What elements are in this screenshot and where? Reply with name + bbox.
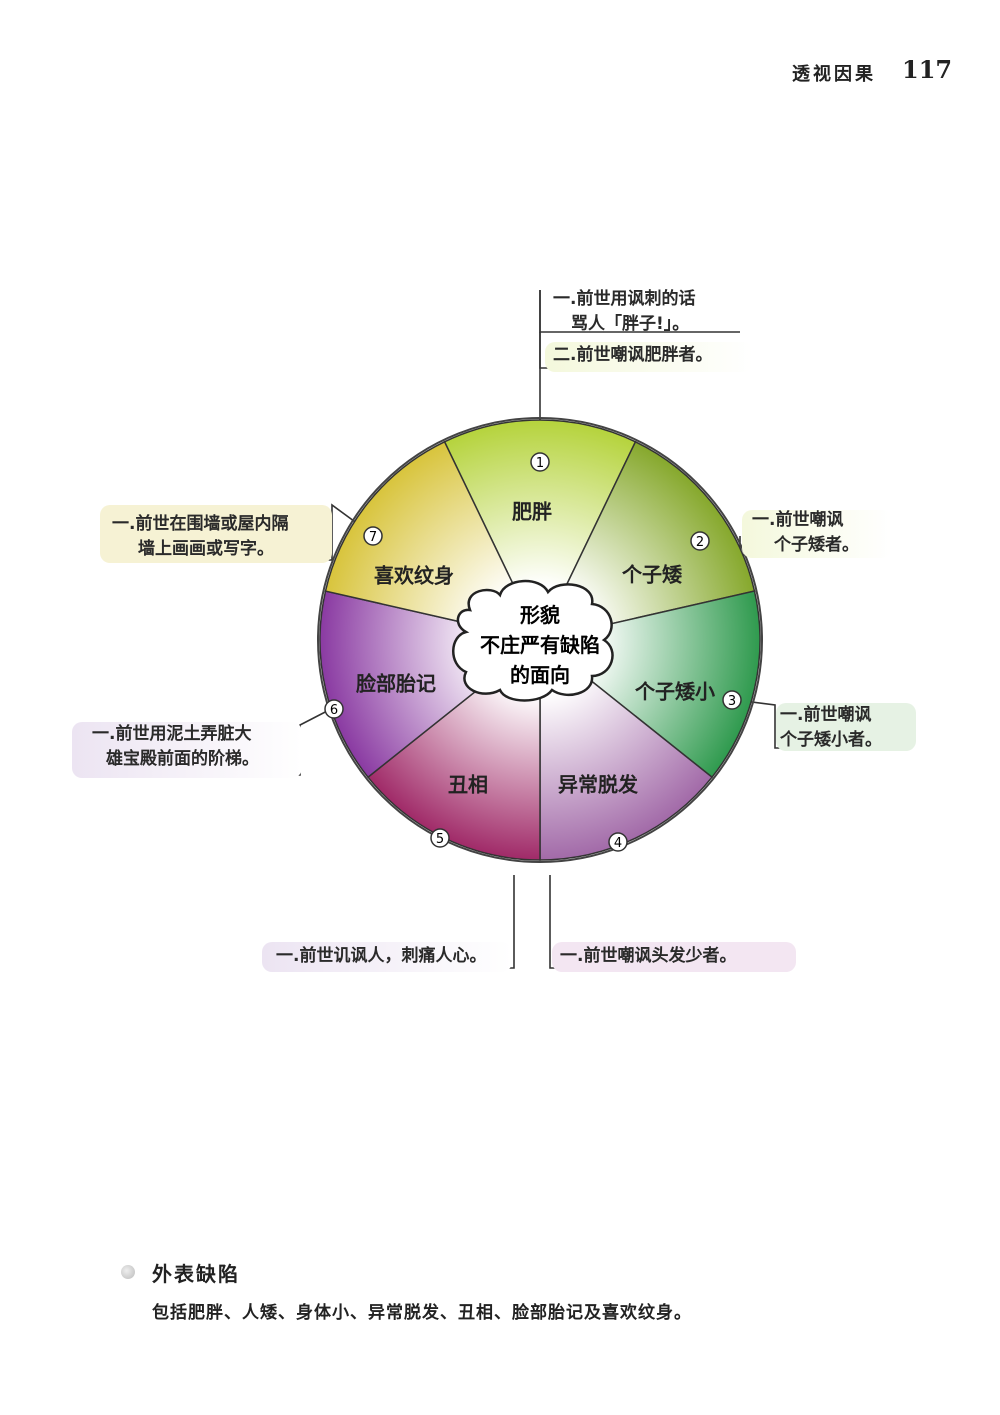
segment-number-2: 2 bbox=[696, 535, 704, 550]
note-backgrounds bbox=[72, 342, 916, 972]
note-3: 一.前世嘲讽 个子矮小者。 bbox=[780, 703, 882, 753]
wheel bbox=[319, 419, 761, 861]
page-number: 117 bbox=[902, 55, 953, 84]
segment-number-6: 6 bbox=[330, 703, 338, 718]
note-5-line-1: 一.前世讥讽人，刺痛人心。 bbox=[276, 946, 487, 966]
segment-2 bbox=[538, 440, 756, 642]
note-1a-line-2: 骂人「胖子!」。 bbox=[571, 314, 690, 334]
segment-number-circle-5 bbox=[430, 828, 450, 848]
section-title: 外表缺陷 bbox=[152, 1262, 240, 1286]
note-1b-line-1: 二.前世嘲讽肥胖者。 bbox=[553, 345, 713, 365]
segment-label-5: 丑相 bbox=[448, 772, 488, 797]
segment-number-circle-1 bbox=[530, 452, 550, 472]
segment-number-5: 5 bbox=[436, 832, 444, 847]
center-line-3: 的面向 bbox=[510, 663, 570, 687]
note-3-line-1: 一.前世嘲讽 bbox=[780, 705, 872, 725]
page-header-title: 透视因果 bbox=[792, 64, 876, 85]
note-5: 一.前世讥讽人，刺痛人心。 bbox=[276, 944, 486, 969]
segment-number-1: 1 bbox=[536, 456, 544, 471]
segment-label-6: 脸部胎记 bbox=[356, 671, 436, 696]
note-7-line-2: 墙上画画或写字。 bbox=[138, 539, 274, 559]
segment-number-circle-2 bbox=[690, 531, 710, 551]
segment-number-3: 3 bbox=[728, 694, 736, 709]
segment-1 bbox=[443, 419, 637, 642]
segment-label-7: 喜欢纹身 bbox=[374, 563, 454, 588]
note-1b: 二.前世嘲讽肥胖者。 bbox=[553, 343, 712, 368]
segment-number-7: 7 bbox=[369, 530, 377, 545]
segment-number-circle-3 bbox=[722, 690, 742, 710]
segment-label-2: 个子矮 bbox=[622, 562, 682, 587]
note-6: 一.前世用泥土弄脏大 雄宝殿前面的阶梯。 bbox=[92, 722, 259, 772]
note-7-line-1: 一.前世在围墙或屋内隔 bbox=[112, 514, 289, 534]
note-1a-line-1: 一.前世用讽刺的话 bbox=[553, 289, 696, 309]
section-body: 包括肥胖、人矮、身体小、异常脱发、丑相、脸部胎记及喜欢纹身。 bbox=[152, 1303, 692, 1323]
segment-label-3: 个子矮小 bbox=[635, 679, 715, 704]
center-line-1: 形貌 bbox=[520, 603, 560, 627]
segment-4 bbox=[539, 638, 714, 861]
note-1a: 一.前世用讽刺的话 骂人「胖子!」。 bbox=[553, 287, 695, 337]
wheel-outline bbox=[317, 417, 763, 863]
note-7: 一.前世在围墙或屋内隔 墙上画画或写字。 bbox=[112, 512, 288, 562]
segment-label-4: 异常脱发 bbox=[558, 772, 638, 797]
note-4: 一.前世嘲讽头发少者。 bbox=[560, 944, 736, 969]
note-2-line-1: 一.前世嘲讽 bbox=[752, 510, 844, 530]
segment-number-circle-7 bbox=[363, 526, 383, 546]
section-bullet-icon bbox=[121, 1265, 135, 1279]
note-2: 一.前世嘲讽 个子矮者。 bbox=[752, 508, 859, 558]
segment-number-circle-4 bbox=[608, 832, 628, 852]
segment-label-1: 肥胖 bbox=[512, 499, 552, 524]
center-cloud bbox=[452, 579, 614, 702]
center-line-2: 不庄严有缺陷 bbox=[480, 633, 600, 657]
segment-number-4: 4 bbox=[614, 836, 622, 851]
note-3-line-2: 个子矮小者。 bbox=[780, 730, 882, 750]
segment-number-circle-6 bbox=[324, 699, 344, 719]
note-2-line-2: 个子矮者。 bbox=[774, 535, 859, 555]
cause-wheel-diagram: 形貌 不庄严有缺陷 的面向 1 2 3 4 5 6 7 bbox=[72, 290, 916, 972]
note-6-line-2: 雄宝殿前面的阶梯。 bbox=[106, 749, 259, 769]
note-4-line-1: 一.前世嘲讽头发少者。 bbox=[560, 946, 737, 966]
note-6-line-1: 一.前世用泥土弄脏大 bbox=[92, 724, 252, 744]
